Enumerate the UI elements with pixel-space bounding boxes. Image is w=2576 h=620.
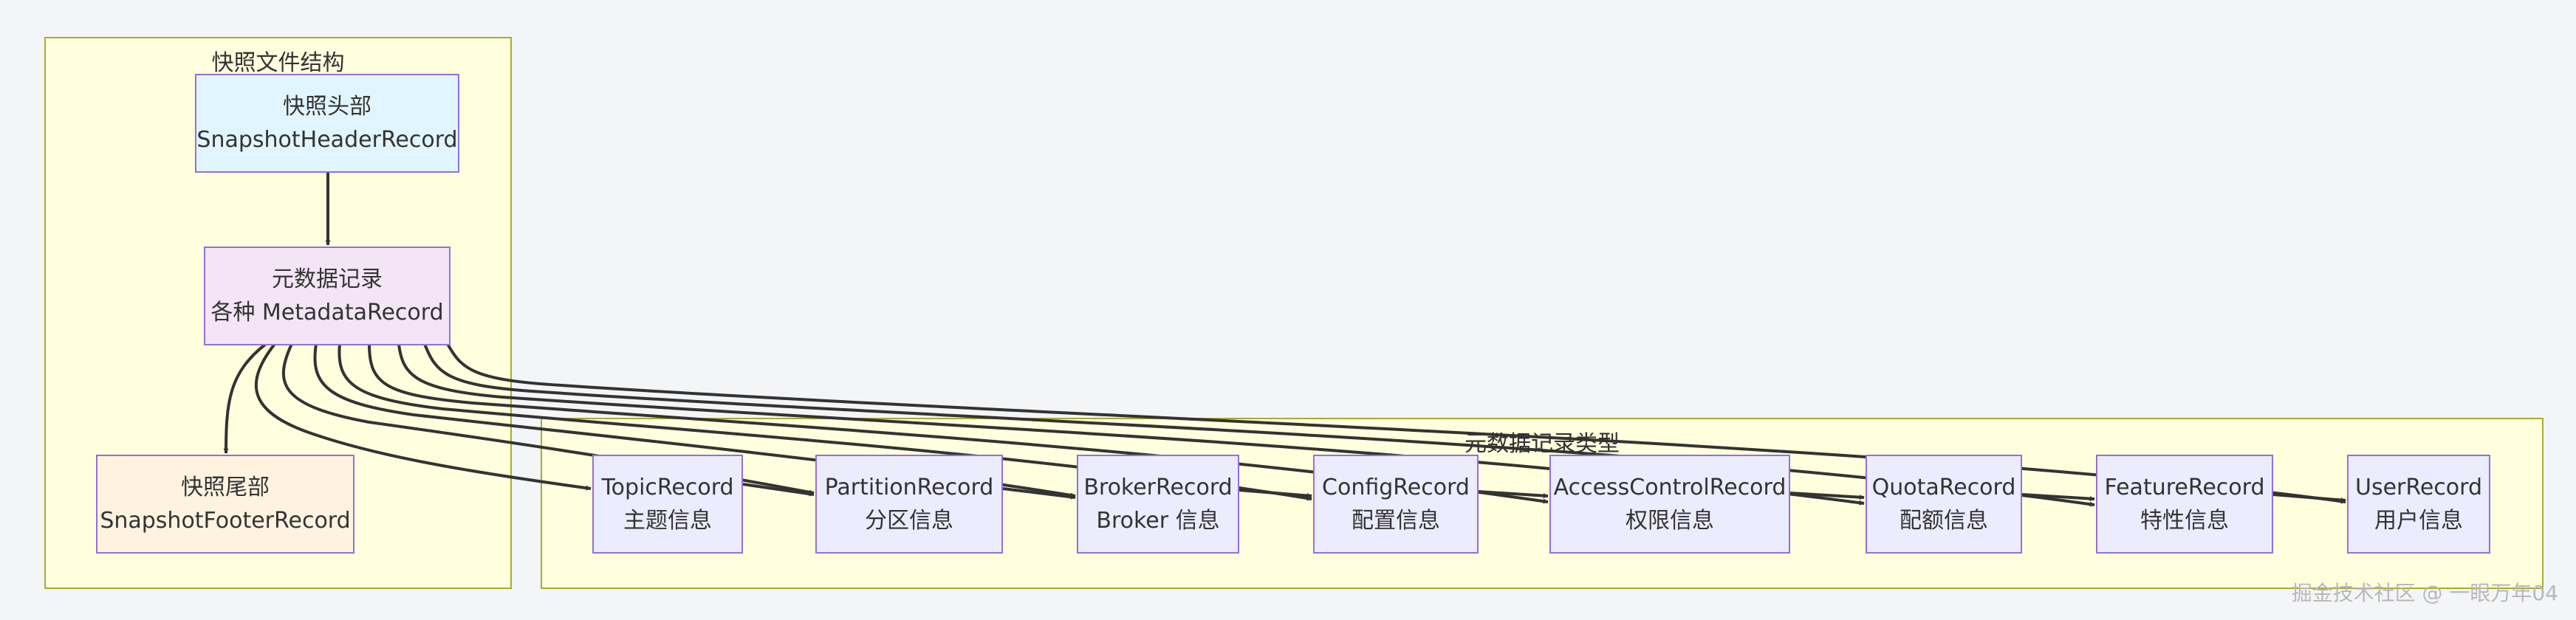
node-label: 元数据记录 bbox=[272, 266, 383, 292]
node-label: AccessControlRecord bbox=[1553, 475, 1787, 500]
node-label: ConfigRecord bbox=[1322, 475, 1470, 500]
node-sublabel: SnapshotHeaderRecord bbox=[196, 127, 458, 153]
node-label: 快照头部 bbox=[283, 94, 371, 120]
node-sublabel: 配置信息 bbox=[1352, 508, 1440, 534]
node-access-control-record: AccessControlRecord 权限信息 bbox=[1549, 455, 1790, 554]
node-topic-record: TopicRecord 主题信息 bbox=[592, 455, 743, 554]
node-snapshot-header: 快照头部 SnapshotHeaderRecord bbox=[195, 74, 459, 173]
edge-broker-to-config bbox=[1239, 489, 1312, 498]
edge-topic-to-partition bbox=[742, 483, 815, 497]
edge-config-to-acl bbox=[1478, 490, 1549, 499]
node-config-record: ConfigRecord 配置信息 bbox=[1313, 455, 1479, 554]
node-user-record: UserRecord 用户信息 bbox=[2347, 455, 2490, 554]
cluster-title: 快照文件结构 bbox=[211, 50, 345, 76]
edge-records-to-topic bbox=[254, 342, 592, 491]
node-label: 快照尾部 bbox=[181, 475, 270, 500]
node-broker-record: BrokerRecord Broker 信息 bbox=[1077, 455, 1239, 554]
node-metadata-records: 元数据记录 各种 MetadataRecord bbox=[204, 247, 451, 345]
node-partition-record: PartitionRecord 分区信息 bbox=[815, 455, 1003, 554]
edge-quota-to-feature bbox=[2021, 493, 2095, 502]
node-sublabel: 各种 MetadataRecord bbox=[210, 300, 444, 326]
node-feature-record: FeatureRecord 特性信息 bbox=[2096, 455, 2273, 554]
node-sublabel: SnapshotFooterRecord bbox=[100, 508, 351, 534]
node-label: FeatureRecord bbox=[2104, 475, 2265, 500]
node-label: PartitionRecord bbox=[824, 475, 994, 500]
node-sublabel: 用户信息 bbox=[2374, 508, 2463, 534]
node-label: BrokerRecord bbox=[1083, 475, 1233, 500]
node-quota-record: QuotaRecord 配额信息 bbox=[1866, 455, 2022, 554]
node-snapshot-footer: 快照尾部 SnapshotFooterRecord bbox=[96, 455, 354, 554]
node-sublabel: 配额信息 bbox=[1900, 508, 1988, 534]
edge-records-to-acl bbox=[368, 343, 1549, 504]
edge-acl-to-quota bbox=[1789, 492, 1865, 500]
edge-records-to-footer bbox=[223, 342, 267, 454]
node-sublabel: Broker 信息 bbox=[1096, 508, 1220, 534]
edge-records-to-user bbox=[446, 343, 2346, 504]
node-label: TopicRecord bbox=[601, 475, 734, 500]
edge-feature-to-user bbox=[2272, 493, 2346, 503]
node-sublabel: 权限信息 bbox=[1626, 508, 1714, 534]
node-label: UserRecord bbox=[2354, 475, 2483, 500]
watermark-text: 掘金技术社区 @ 一眼万年04 bbox=[2291, 581, 2558, 605]
node-sublabel: 特性信息 bbox=[2140, 508, 2229, 534]
node-sublabel: 主题信息 bbox=[623, 508, 712, 534]
node-sublabel: 分区信息 bbox=[865, 508, 953, 534]
edge-partition-to-broker bbox=[1002, 487, 1076, 500]
node-label: QuotaRecord bbox=[1871, 475, 2016, 500]
